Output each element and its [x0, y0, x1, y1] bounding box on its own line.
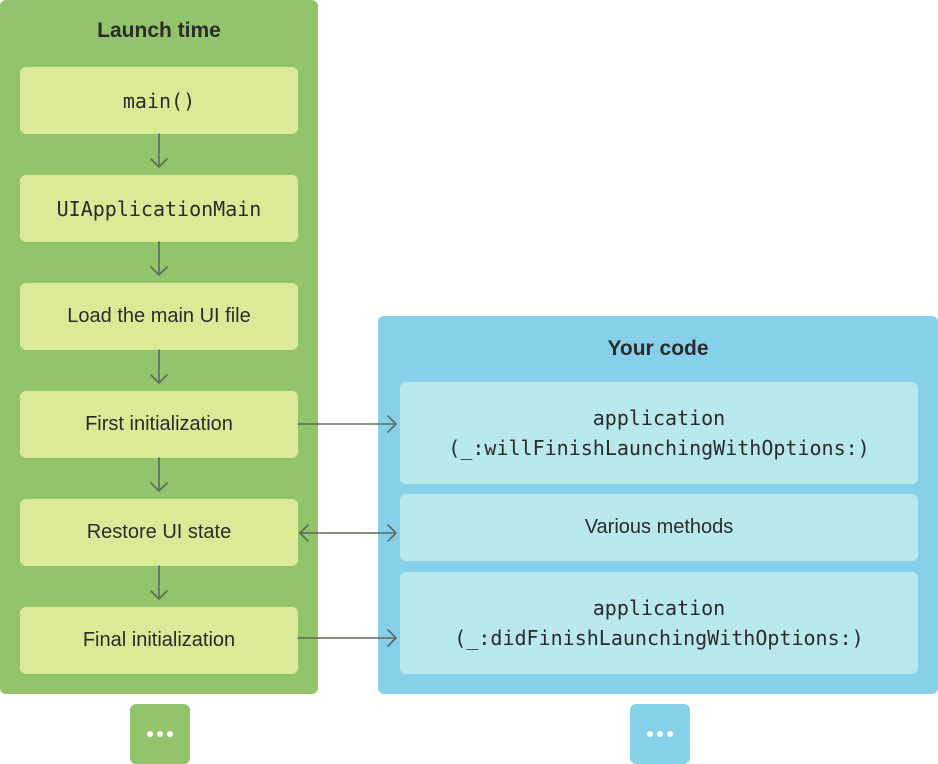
- step-final-initialization: Final initialization: [20, 607, 298, 674]
- did-finish-line2: (_:didFinishLaunchingWithOptions:): [454, 626, 864, 650]
- your-code-title: Your code: [607, 337, 709, 360]
- will-finish-line2: (_:willFinishLaunchingWithOptions:): [448, 436, 870, 460]
- launch-time-title: Launch time: [97, 19, 221, 42]
- step-main: main(): [20, 67, 298, 134]
- will-finish-launching-method: application (_:willFinishLaunchingWithOp…: [400, 382, 918, 484]
- step-uiapplicationmain: UIApplicationMain: [20, 175, 298, 242]
- step-first-initialization: First initialization: [20, 391, 298, 458]
- step-restore-ui-state: Restore UI state: [20, 499, 298, 566]
- step-load-main-ui-file: Load the main UI file: [20, 283, 298, 350]
- various-methods: Various methods: [400, 494, 918, 561]
- did-finish-line1: application: [592, 596, 726, 620]
- code-more-ellipsis-icon[interactable]: [630, 704, 690, 764]
- will-finish-line1: application: [592, 406, 726, 430]
- launch-more-ellipsis-icon[interactable]: [130, 704, 190, 764]
- did-finish-launching-method: application (_:didFinishLaunchingWithOpt…: [400, 572, 918, 674]
